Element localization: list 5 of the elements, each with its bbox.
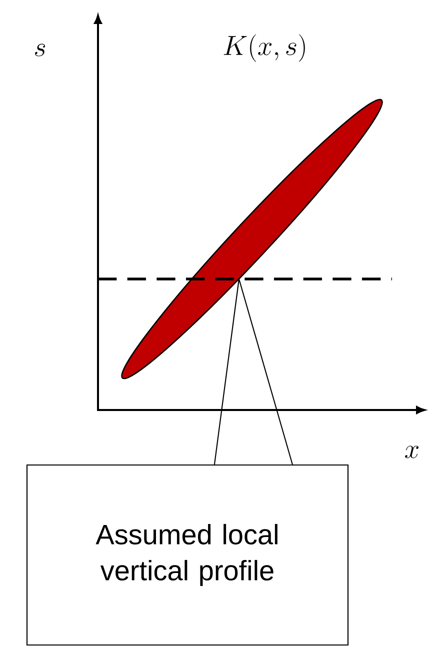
axis-label: $s$ <box>35 44 46 56</box>
axis-label: $x$ <box>405 446 419 458</box>
callout-pointer <box>214 278 293 465</box>
callout-box: Assumed local vertical profile <box>26 464 349 646</box>
kernel-label: $K(x,s)$ <box>224 34 305 62</box>
